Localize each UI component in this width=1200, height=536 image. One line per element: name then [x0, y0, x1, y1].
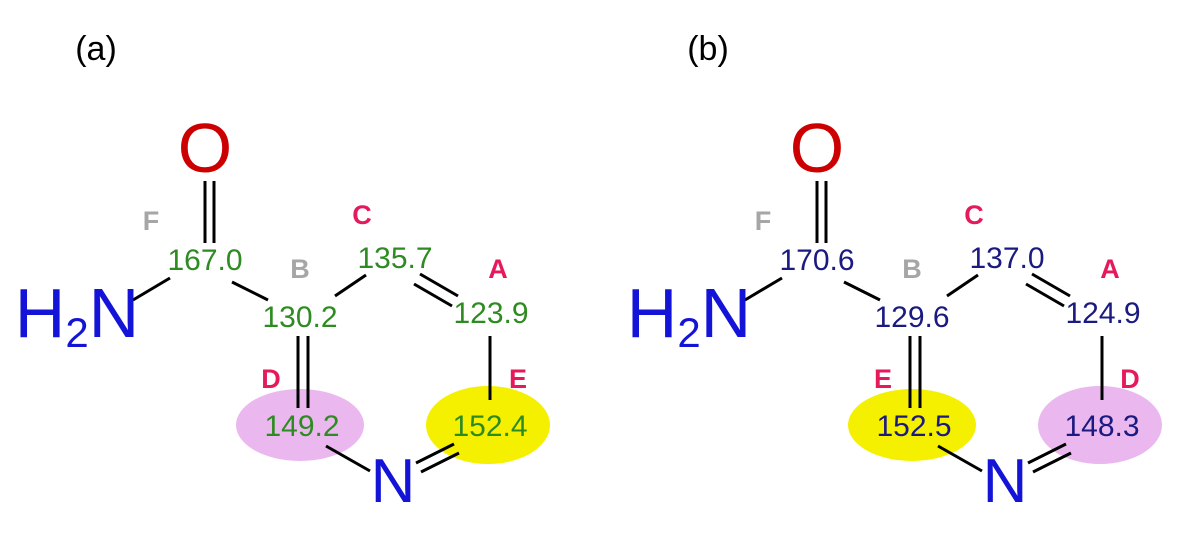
- site-label-c-ortho: E: [874, 364, 892, 394]
- shift-carbonyl: 170.6: [779, 244, 854, 277]
- shift-c-ortho: 152.5: [876, 410, 951, 443]
- highlight-c-far: [426, 386, 550, 464]
- site-label-c-far: E: [509, 364, 527, 394]
- bond-ringn-cfar-b: [1032, 451, 1072, 474]
- highlight-c-ortho: [236, 389, 364, 461]
- site-label-carbonyl: F: [755, 206, 772, 236]
- amine-group: H2N: [15, 274, 139, 356]
- shift-carbonyl: 167.0: [167, 244, 242, 277]
- site-label-c-far: D: [1120, 364, 1140, 394]
- shift-c-ortho: 149.2: [264, 410, 339, 443]
- bond-amide: [132, 276, 171, 302]
- shift-c-right: 124.9: [1065, 297, 1140, 330]
- bond-ctop-cright-b: [1025, 282, 1065, 308]
- bond-amide: [744, 276, 783, 302]
- site-label-ipso: B: [290, 254, 310, 284]
- amine-subscript: 2: [677, 309, 700, 356]
- bond-ipso-ctop: [334, 273, 367, 298]
- shift-c-top: 137.0: [969, 242, 1044, 275]
- amine-n: N: [701, 274, 752, 352]
- shift-c-top: 135.7: [357, 242, 432, 275]
- site-label-ipso: B: [902, 254, 922, 284]
- amine-group: H2N: [627, 274, 751, 356]
- panel-label: (a): [75, 30, 117, 68]
- amine-h: H: [627, 274, 678, 352]
- oxygen-atom: O: [790, 109, 844, 187]
- bond-cortho-ringn: [325, 444, 371, 473]
- shift-c-right: 123.9: [453, 297, 528, 330]
- bond-ipso-ctop: [946, 273, 979, 298]
- bond-ctop-cright-a: [419, 272, 459, 298]
- bond-ringn-cfar-a: [415, 442, 455, 465]
- panel-label: (b): [687, 30, 729, 68]
- bond-ctop-cright-b: [413, 282, 453, 308]
- ring-nitrogen-atom: N: [371, 447, 416, 516]
- bond-cortho-ringn: [937, 444, 983, 473]
- bond-carbonyl-ipso: [231, 280, 269, 302]
- site-label-c-top: C: [352, 200, 372, 230]
- shift-c-far: 148.3: [1064, 410, 1139, 443]
- amine-subscript: 2: [65, 309, 88, 356]
- amine-h: H: [15, 274, 66, 352]
- shift-ipso: 130.2: [262, 301, 337, 334]
- shift-c-far: 152.4: [452, 410, 527, 443]
- shift-ipso: 129.6: [874, 301, 949, 334]
- bond-ringn-cfar-b: [420, 451, 460, 474]
- amine-n: N: [89, 274, 140, 352]
- ring-nitrogen-atom: N: [983, 447, 1028, 516]
- highlight-c-far: [1038, 386, 1162, 464]
- highlight-c-ortho: [848, 389, 976, 461]
- bond-ctop-cright-a: [1031, 272, 1071, 298]
- site-label-c-ortho: D: [261, 364, 281, 394]
- site-label-c-right: A: [488, 254, 508, 284]
- oxygen-atom: O: [178, 109, 232, 187]
- site-label-c-top: C: [964, 200, 984, 230]
- bond-ringn-cfar-a: [1027, 442, 1067, 465]
- bond-carbonyl-ipso: [843, 280, 881, 302]
- site-label-c-right: A: [1100, 254, 1120, 284]
- site-label-carbonyl: F: [143, 206, 160, 236]
